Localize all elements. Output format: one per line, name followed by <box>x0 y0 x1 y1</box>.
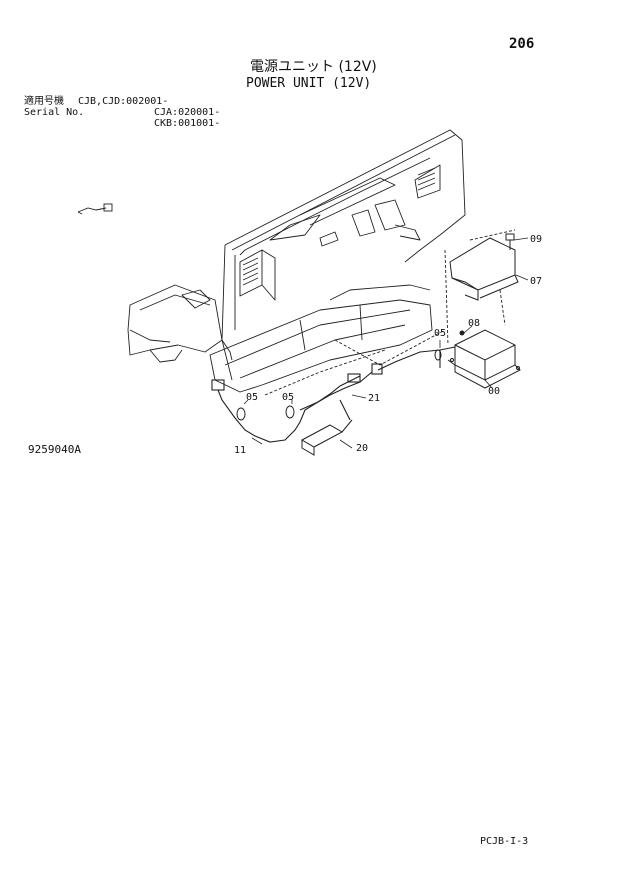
machine-frame <box>127 129 516 396</box>
part-label-20: 20 <box>356 443 368 454</box>
serial-value-1: CJB,CJD:002001- <box>78 96 169 107</box>
part-label-00: 00 <box>488 386 500 397</box>
clamps <box>236 349 442 421</box>
serial-label-jp: 適用号機 <box>24 96 64 107</box>
part-label-11: 11 <box>234 445 246 456</box>
part-label-07: 07 <box>530 276 542 287</box>
serial-label-en: Serial No. <box>24 107 85 118</box>
serial-applicability: 適用号機 CJB,CJD:002001- Serial No. CJA:020001… <box>24 96 220 129</box>
nut <box>459 330 465 336</box>
cover-bracket <box>449 237 519 301</box>
page-number: 206 <box>509 36 535 52</box>
serial-value-2: CJA:020001- <box>154 107 221 118</box>
serial-value-3: CKB:001001- <box>154 118 221 129</box>
part-label-21: 21 <box>368 393 380 404</box>
vent-grilles <box>242 167 436 286</box>
title-japanese: 電源ユニット (12V) <box>250 59 377 75</box>
part-label-09: 09 <box>530 234 542 245</box>
leader-lines <box>243 237 529 449</box>
wire-harness <box>211 346 456 443</box>
part-label-05-right: 05 <box>434 328 446 339</box>
drawing-id: 9259040A <box>28 443 81 456</box>
title-english: POWER UNIT (12V) <box>246 76 372 91</box>
power-unit-box <box>447 329 521 389</box>
part-label-05-middle: 05 <box>282 392 294 403</box>
connector <box>300 419 353 456</box>
part-label-05-left: 05 <box>246 392 258 403</box>
bolt <box>505 233 515 250</box>
part-label-08: 08 <box>468 318 480 329</box>
detail-sketch <box>77 203 113 215</box>
footer-code: PCJB-I-3 <box>480 836 529 847</box>
